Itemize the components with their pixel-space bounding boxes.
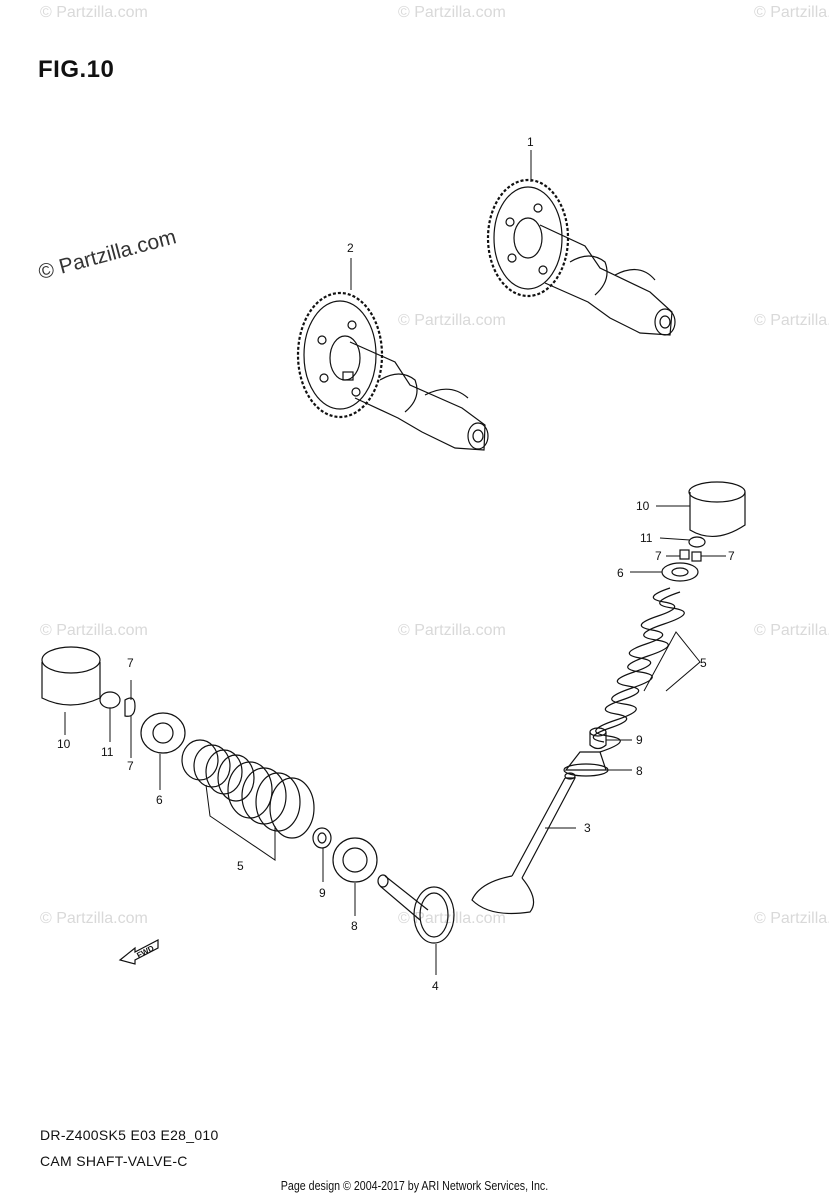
callout-3: 3 — [584, 821, 591, 835]
spring-seat-8-right — [563, 751, 609, 777]
callout-6-right: 6 — [617, 566, 624, 580]
valve-4 — [377, 874, 455, 944]
callout-8-left: 8 — [351, 919, 358, 933]
callout-7-left-b: 7 — [127, 759, 134, 773]
tappet-10-left — [41, 646, 101, 706]
oil-seal-9-right — [589, 727, 607, 750]
camshaft-2 — [296, 291, 489, 451]
valve-springs-5-right — [592, 587, 685, 753]
callout-5-left: 5 — [237, 859, 244, 873]
watermark: © Partzilla.com — [754, 312, 829, 329]
spring-seat-8-left — [332, 837, 378, 883]
valve-3 — [471, 772, 576, 915]
callout-1: 1 — [527, 135, 534, 149]
shim-11-left — [99, 691, 121, 709]
watermark: © Partzilla.com — [398, 312, 506, 329]
camshaft-1 — [486, 178, 676, 336]
callout-7-right-b: 7 — [728, 549, 735, 563]
model-code: DR-Z400SK5 E03 E28_010 — [40, 1127, 219, 1143]
callout-10-right: 10 — [636, 499, 650, 513]
retainer-6-left — [140, 712, 186, 754]
watermark: © Partzilla.com — [40, 910, 148, 927]
tappet-10-right — [688, 481, 746, 537]
watermark: © Partzilla.com — [398, 622, 506, 639]
cotters-7-right — [679, 549, 702, 562]
callout-7-left-a: 7 — [127, 656, 134, 670]
callout-6-left: 6 — [156, 793, 163, 807]
watermark: © Partzilla.com — [398, 910, 506, 927]
callout-10-left: 10 — [57, 737, 71, 751]
page-credit: Page design © 2004-2017 by ARI Network S… — [280, 1178, 549, 1193]
callout-7-right-a: 7 — [655, 549, 662, 563]
cotters-7-left — [124, 697, 136, 717]
watermark: © Partzilla.com — [40, 4, 148, 21]
callout-11-left: 11 — [101, 745, 114, 759]
section-name: CAM SHAFT-VALVE-C — [40, 1153, 188, 1169]
callout-11-right: 11 — [640, 531, 653, 545]
watermark: © Partzilla.com — [40, 622, 148, 639]
retainer-6-right — [661, 562, 699, 582]
callout-5-right: 5 — [700, 656, 707, 670]
callout-4: 4 — [432, 979, 439, 993]
watermark: © Partzilla.com — [754, 910, 829, 927]
callout-9-right: 9 — [636, 733, 643, 747]
valve-springs-5-left — [181, 739, 315, 839]
figure-title: FIG.10 — [38, 56, 115, 83]
watermark: © Partzilla.com — [754, 622, 829, 639]
callout-8-right: 8 — [636, 764, 643, 778]
callout-9-left: 9 — [319, 886, 326, 900]
shim-11-right — [688, 536, 706, 548]
callout-2: 2 — [347, 241, 354, 255]
oil-seal-9-left — [312, 827, 332, 849]
watermark: © Partzilla.com — [398, 4, 506, 21]
fwd-arrow-icon — [118, 939, 159, 965]
leader-lines — [64, 150, 726, 975]
watermark: © Partzilla.com — [754, 4, 829, 21]
